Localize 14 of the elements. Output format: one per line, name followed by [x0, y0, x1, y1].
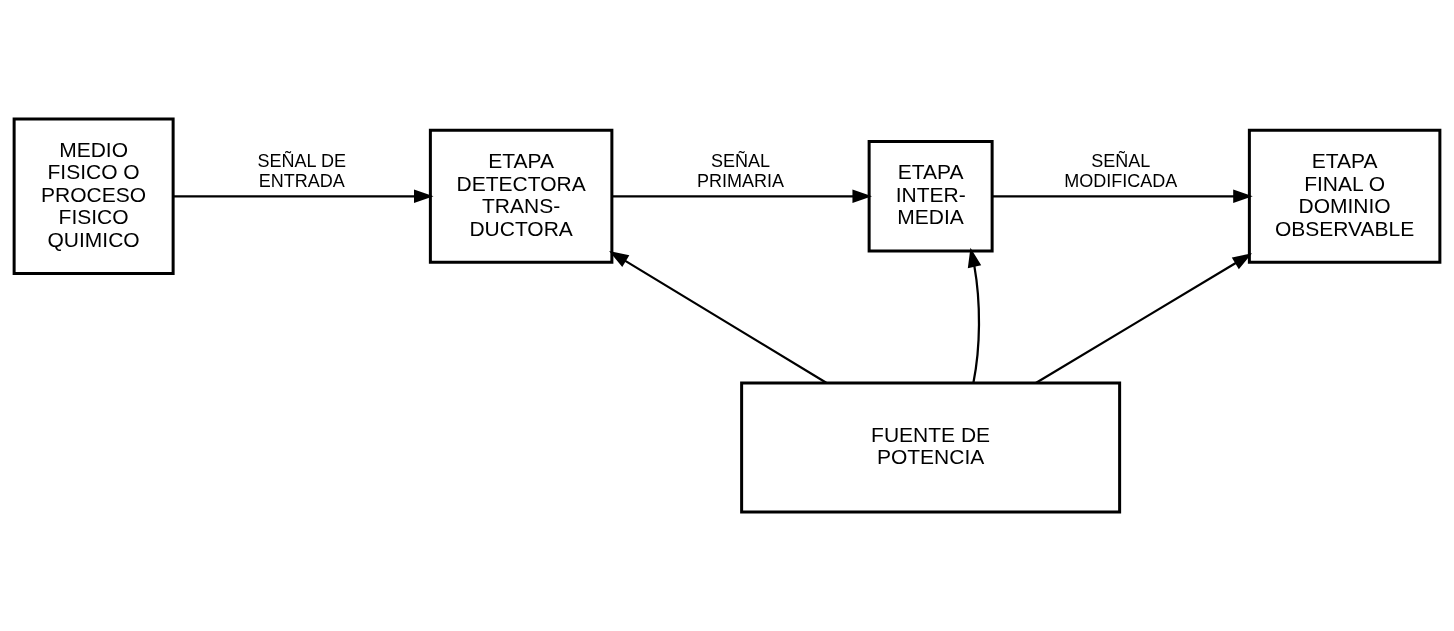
node-box: ETAPA FINAL O DOMINIO OBSERVABLE: [1247, 128, 1442, 264]
arrow: [173, 189, 434, 204]
arrow: [609, 251, 827, 384]
arrow: [967, 247, 982, 383]
node-box: ETAPA DETECTORA TRANS- DUCTORA: [428, 128, 614, 264]
arrow: [992, 189, 1253, 204]
arrow: [612, 189, 872, 204]
edge-label: SEÑAL PRIMARIA: [696, 151, 785, 191]
node-box: MEDIO FISICO O PROCESO FISICO QUIMICO: [12, 117, 175, 275]
arrow: [1035, 253, 1253, 384]
node-box: FUENTE DE POTENCIA: [740, 381, 1122, 514]
edge-label: SEÑAL DE ENTRADA: [257, 151, 346, 191]
node-box: ETAPA INTER- MEDIA: [867, 140, 994, 253]
edge-label: SEÑAL MODIFICADA: [1064, 151, 1178, 191]
